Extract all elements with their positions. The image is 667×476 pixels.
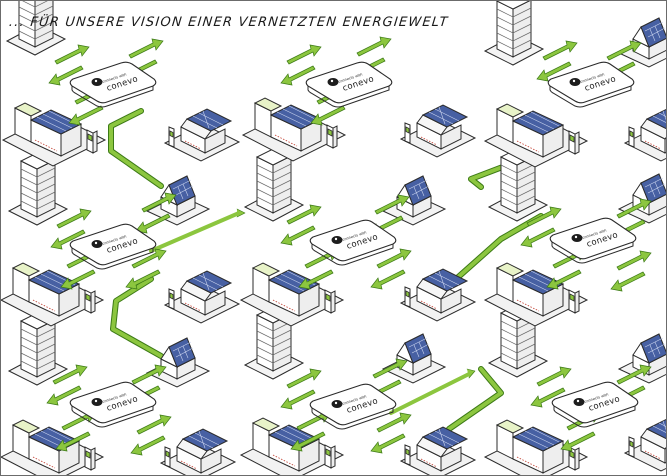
conevo-hub-device-icon: connects with conevo [551, 381, 639, 428]
svg-text:connects with: connects with [584, 392, 609, 404]
conevo-hub-device-icon: connects with conevo [547, 61, 635, 108]
conevo-hub-device-icon: connects with conevo [69, 381, 157, 428]
headline-caption: ... FÜR UNSERE VISION EINER VERNETZTEN E… [8, 15, 450, 30]
svg-text:connects with: connects with [342, 394, 367, 406]
conevo-hub-device-icon: connects with conevo [549, 217, 637, 264]
svg-text:connects with: connects with [580, 72, 605, 84]
svg-text:connects with: connects with [102, 234, 127, 246]
conevo-hub-device-icon: connects with conevo [305, 61, 393, 108]
svg-text:connects with: connects with [102, 392, 127, 404]
conevo-hubs: connects with conevo connects with conev… [69, 61, 639, 430]
conevo-hub-device-icon: connects with conevo [69, 223, 157, 270]
svg-text:connects with: connects with [342, 230, 367, 242]
conevo-hub-device-icon: connects with conevo [309, 383, 397, 430]
office-buildings [6, 1, 548, 386]
svg-text:connects with: connects with [102, 72, 127, 84]
svg-text:connects with: connects with [582, 228, 607, 240]
svg-text:connects with: connects with [338, 72, 363, 84]
conevo-hub-device-icon: connects with conevo [69, 61, 157, 108]
conevo-hub-device-icon: connects with conevo [309, 219, 397, 266]
